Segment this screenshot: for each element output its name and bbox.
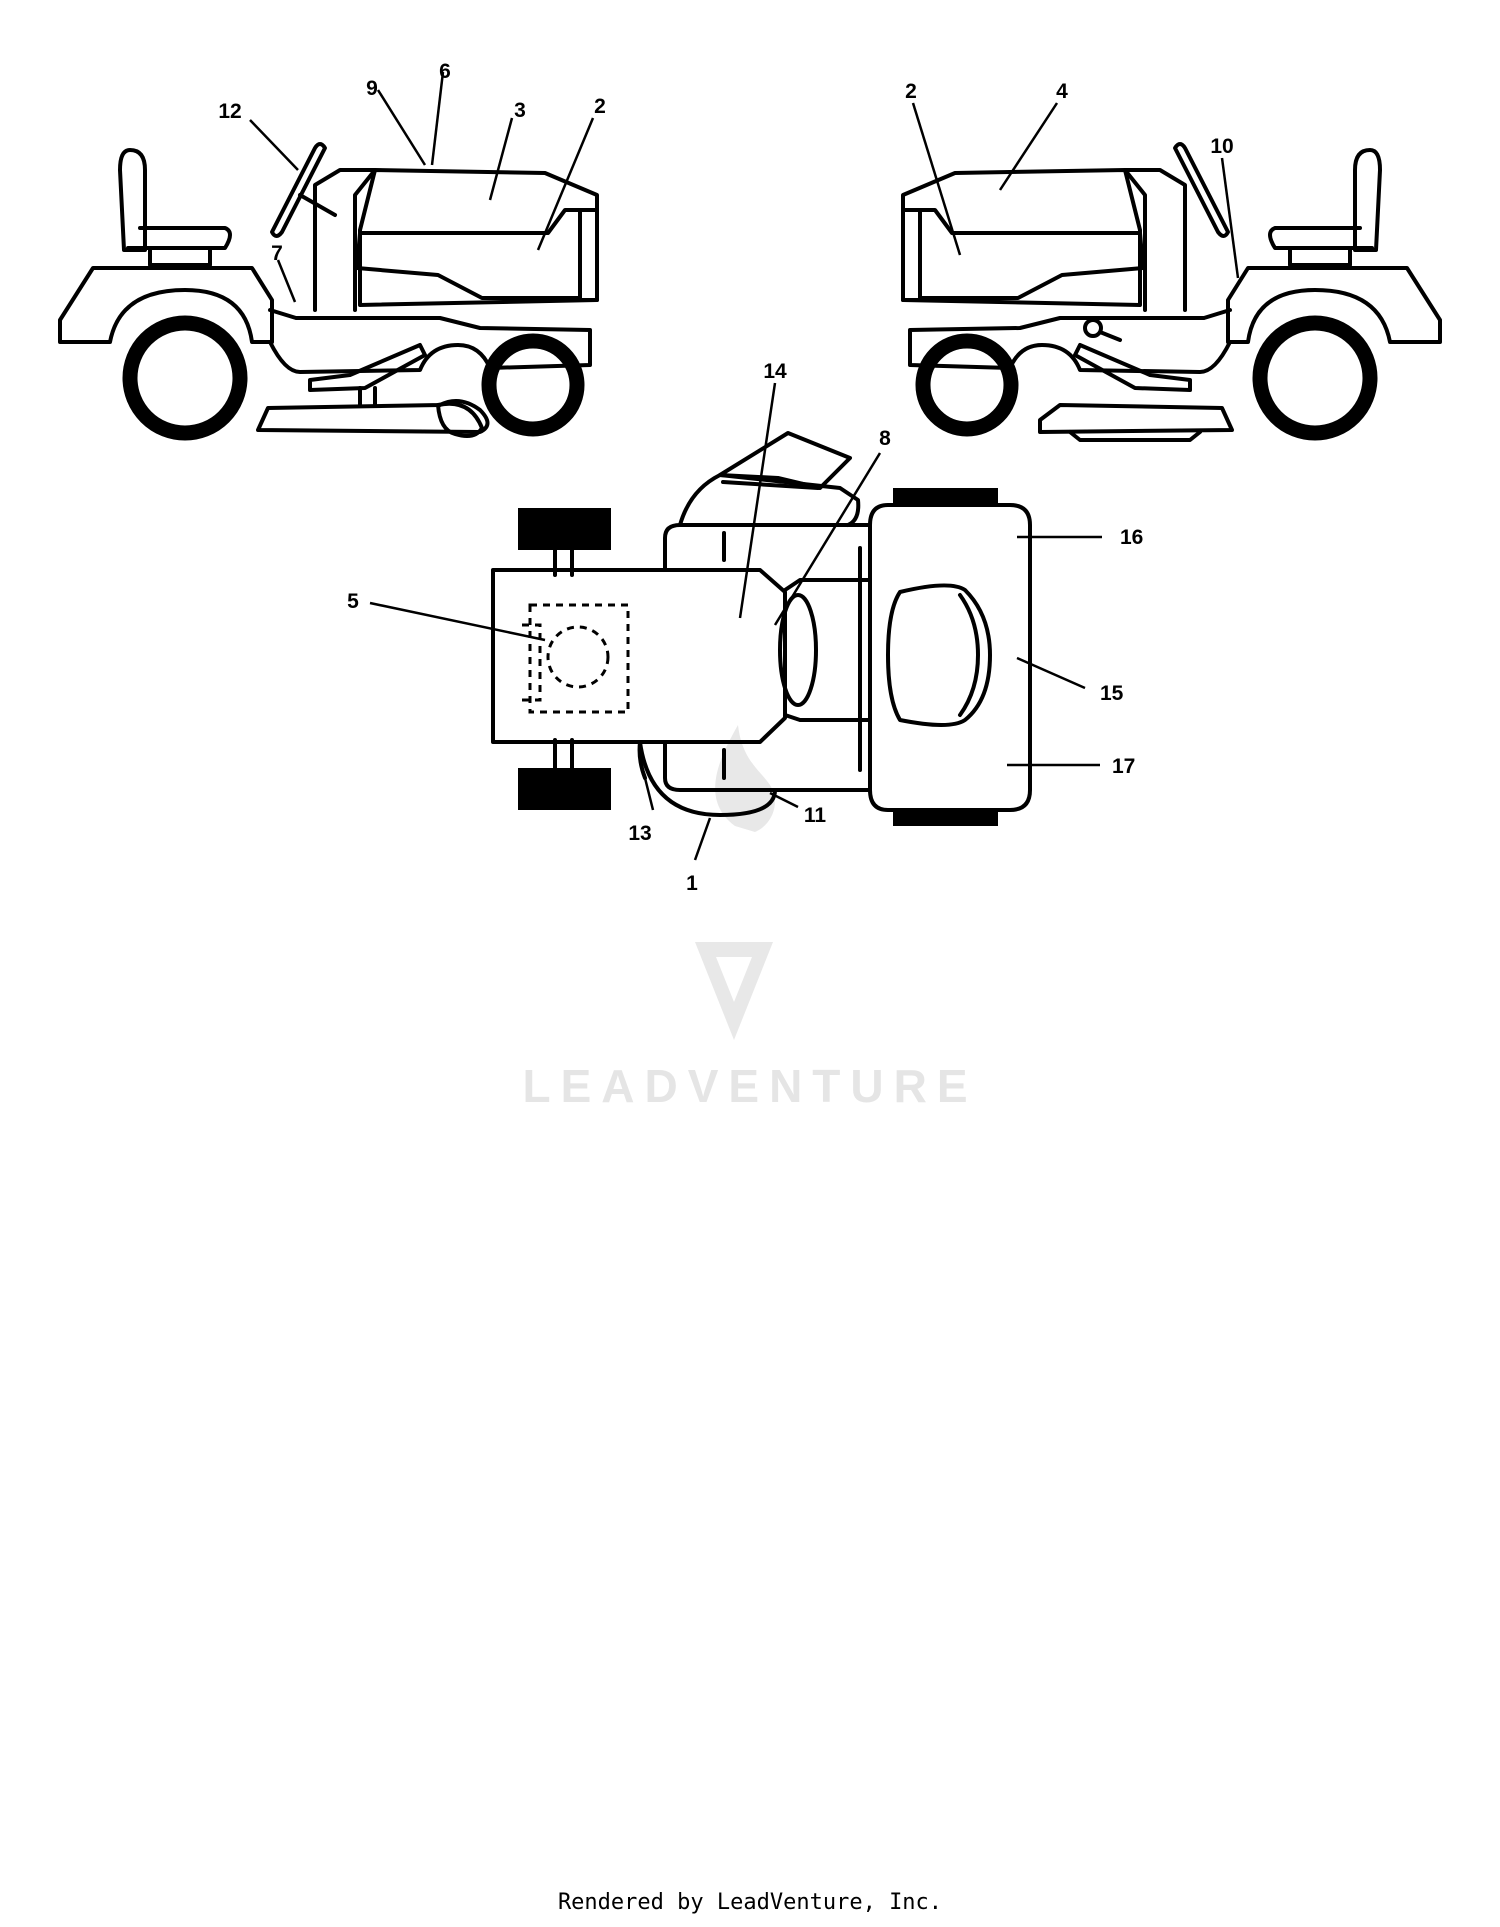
- rear-tire: [122, 315, 248, 441]
- callout-7: 7: [271, 242, 283, 265]
- deck-rear-bulge: [638, 740, 777, 817]
- watermark-flame-icon: [715, 725, 775, 832]
- tractor-right-side-view: [901, 142, 1442, 442]
- tractor-top-view: [491, 431, 1032, 826]
- front-right-tire: [518, 768, 611, 810]
- callout-13: 13: [628, 822, 651, 845]
- callout-16: 16: [1120, 526, 1143, 549]
- steering-wheel: [1173, 142, 1230, 238]
- watermark-brand-text: LEADVENTURE: [522, 1060, 977, 1112]
- leadventure-watermark: LEADVENTURE: [522, 725, 977, 1112]
- callout-leaders: [249, 71, 1240, 861]
- rear-fender: [58, 266, 274, 344]
- callout-3: 3: [514, 99, 526, 122]
- hood-top: [491, 568, 787, 744]
- mower-deck: [1038, 403, 1234, 434]
- mower-deck-body: [663, 523, 872, 792]
- callout-8: 8: [879, 427, 891, 450]
- callout-4: 4: [1056, 80, 1068, 103]
- engine-outline-dashed-inner: [522, 623, 542, 702]
- front-tire: [915, 333, 1019, 437]
- callout-numbers: 12 9 6 3 2 7 2 4 10 14 8 5 16 15 17 13 1…: [218, 60, 1233, 895]
- steering-wheel-top: [778, 593, 818, 707]
- tractor-left-side-view: [58, 142, 599, 441]
- grille: [576, 208, 599, 302]
- hood-side-panel: [355, 208, 582, 300]
- lever-shaft: [1098, 330, 1122, 342]
- callout-17: 17: [1112, 755, 1135, 778]
- footer-credit: Rendered by LeadVenture, Inc.: [557, 1890, 943, 1915]
- mower-deck-front-bulge: [678, 473, 861, 527]
- callout-2: 2: [594, 95, 606, 118]
- callout-11: 11: [804, 804, 827, 827]
- hood: [901, 168, 1142, 307]
- footrest: [308, 343, 427, 392]
- footrest: [1073, 343, 1192, 392]
- callout-1: 1: [686, 872, 698, 895]
- air-filter-dashed: [546, 625, 610, 689]
- callout-2-right: 2: [905, 80, 917, 103]
- engine-outline-dashed: [528, 603, 630, 714]
- grille: [901, 208, 924, 302]
- seat-back: [1353, 148, 1382, 252]
- discharge-chute-outline: [436, 401, 484, 438]
- callout-14: 14: [763, 360, 787, 383]
- callout-5: 5: [347, 590, 359, 613]
- rear-left-tire: [893, 488, 998, 504]
- rear-fender: [1226, 266, 1442, 344]
- rear-right-tire: [893, 810, 998, 826]
- callout-15: 15: [1100, 682, 1124, 705]
- callout-6: 6: [439, 60, 451, 83]
- callout-12: 12: [218, 100, 241, 123]
- chute-inner: [721, 480, 820, 490]
- seat-back: [118, 148, 147, 252]
- dash-tower: [1123, 168, 1187, 312]
- watermark-v-icon: [695, 942, 773, 1040]
- callout-10: 10: [1210, 135, 1233, 158]
- dash-panel: [783, 578, 872, 722]
- lever-knob: [1083, 318, 1103, 338]
- deck-underside: [1068, 430, 1202, 442]
- seat-base: [1288, 248, 1352, 267]
- seat-top-back: [958, 593, 980, 717]
- steering-column: [298, 193, 337, 217]
- callout-9: 9: [366, 77, 378, 100]
- front-axle-stub: [553, 548, 574, 770]
- rear-body: [868, 503, 1032, 812]
- hood: [358, 168, 599, 307]
- deck-mount: [358, 386, 377, 407]
- seat-base: [148, 248, 212, 267]
- seat-top: [886, 583, 992, 727]
- front-tire: [481, 333, 585, 437]
- discharge-chute: [718, 431, 852, 490]
- dash-tower: [313, 168, 377, 312]
- seat-cushion: [1268, 226, 1374, 250]
- rear-tire: [1252, 315, 1378, 441]
- hood-side-panel: [918, 208, 1145, 300]
- front-left-tire: [518, 508, 611, 550]
- seat-cushion: [126, 226, 232, 250]
- steering-wheel: [270, 142, 327, 238]
